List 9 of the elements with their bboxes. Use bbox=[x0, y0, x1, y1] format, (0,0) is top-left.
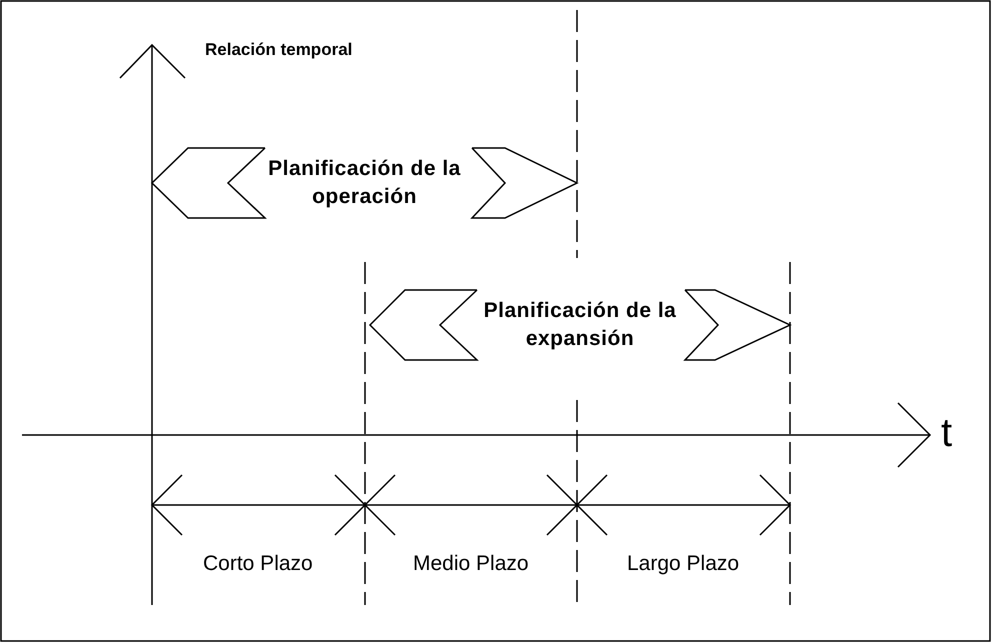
banner-label: Planificación de la expansión bbox=[482, 298, 678, 352]
period-label: Largo Plazo bbox=[627, 552, 740, 576]
period-label: Medio Plazo bbox=[413, 552, 529, 576]
axis-title: Relación temporal bbox=[205, 40, 352, 60]
banner-arrow bbox=[152, 148, 577, 218]
period-label: Corto Plazo bbox=[203, 552, 313, 576]
banner-label: Planificación de la operación bbox=[267, 156, 462, 210]
banner-arrow bbox=[370, 290, 790, 360]
axis-label: t bbox=[941, 410, 952, 456]
